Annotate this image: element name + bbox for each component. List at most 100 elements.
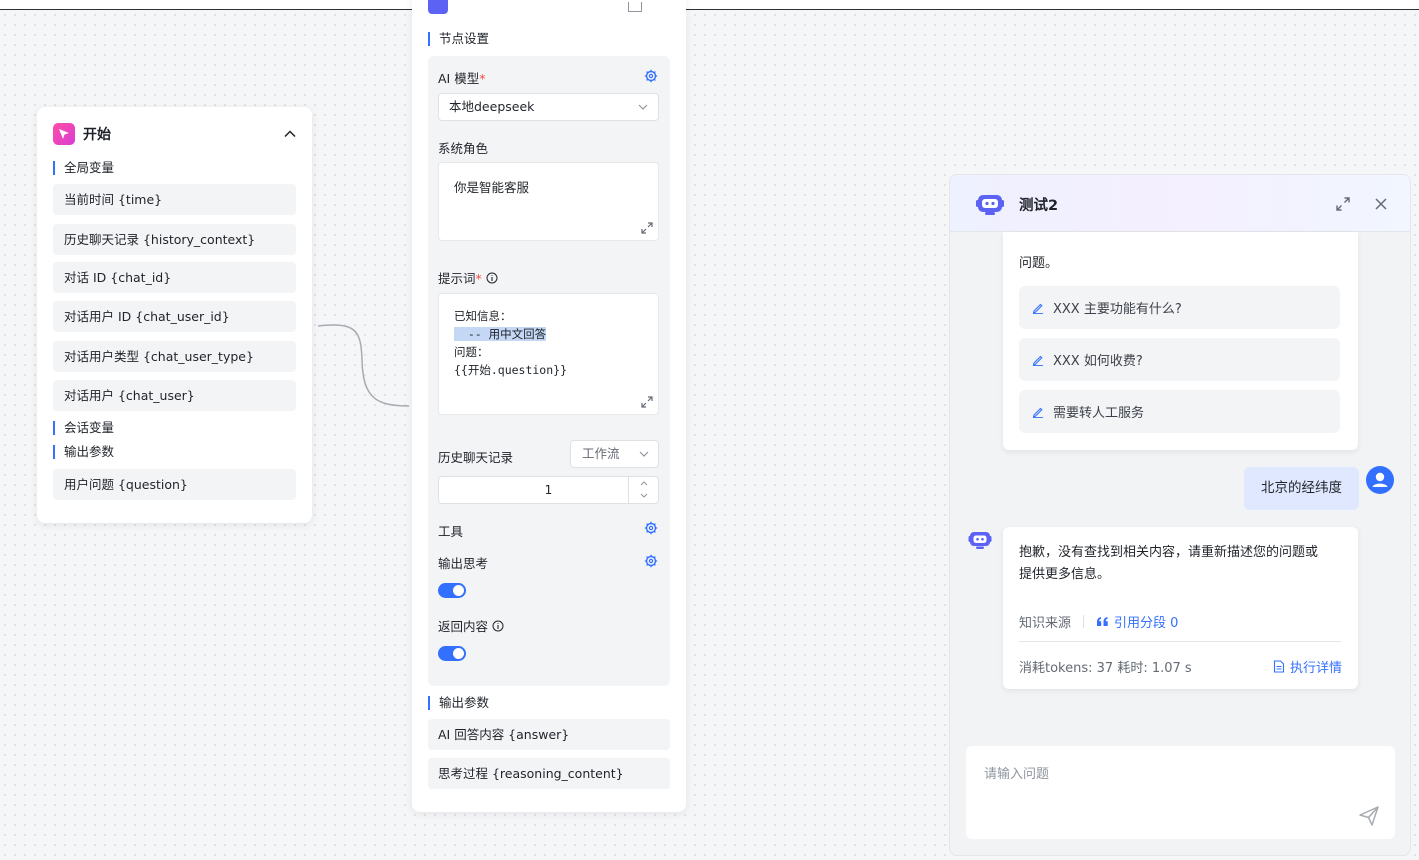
system-role-textarea[interactable]: 你是智能客服 (438, 162, 659, 241)
prompt-textarea[interactable]: 已知信息： -- 用中文回答 问题： {{开始.question}} (438, 293, 659, 415)
chevron-down-icon[interactable] (640, 493, 648, 499)
suggested-question[interactable]: 需要转人工服务 (1019, 390, 1340, 433)
suggested-question-text: XXX 如何收费? (1053, 354, 1143, 369)
model-select-value: 本地deepseek (449, 99, 535, 114)
info-icon[interactable] (492, 620, 504, 632)
prologue-text: 问题。 (1019, 256, 1059, 271)
user-message-bubble: 北京的经纬度 (1244, 467, 1359, 510)
output-param-item: AI 回答内容 {answer} (428, 719, 670, 750)
chat-header: 测试2 (950, 175, 1410, 232)
token-usage-text: 消耗tokens: 37 耗时: 1.07 s (1019, 661, 1192, 676)
ai-node-menu-icon[interactable] (628, 2, 642, 12)
history-select[interactable]: 工作流 (570, 440, 659, 468)
document-icon (1273, 660, 1285, 673)
return-content-toggle[interactable] (438, 646, 466, 661)
suggested-question[interactable]: XXX 如何收费? (1019, 338, 1340, 381)
expand-icon[interactable] (641, 222, 653, 234)
send-icon[interactable] (1358, 805, 1380, 827)
ai-node-icon (428, 0, 448, 14)
info-icon[interactable] (486, 272, 498, 284)
start-node-header: 开始 (53, 123, 298, 145)
history-select-value: 工作流 (582, 446, 620, 461)
chat-title: 测试2 (1019, 198, 1059, 214)
global-var-item: 对话用户 {chat_user} (53, 380, 296, 411)
execution-detail-text: 执行详情 (1289, 661, 1342, 676)
model-select[interactable]: 本地deepseek (438, 93, 659, 121)
output-param-item: 用户问题 {question} (53, 469, 296, 500)
robot-icon (976, 195, 1004, 215)
quote-icon (1097, 617, 1108, 626)
chevron-up-icon[interactable] (282, 126, 298, 142)
model-label: AI 模型* (438, 68, 485, 87)
robot-icon (968, 532, 992, 549)
pen-icon (1032, 303, 1043, 314)
prompt-selected-text: -- 用中文回答 (454, 327, 547, 341)
model-label-text: AI 模型 (438, 71, 480, 86)
start-output-title: 输出参数 (53, 445, 114, 459)
bot-reply-card: 抱歉，没有查找到相关内容，请重新描述您的问题或 提供更多信息。 知识来源 引用分… (1003, 527, 1358, 689)
prompt-line: 问题： (454, 345, 489, 359)
window-top-bar (0, 0, 1419, 10)
start-node[interactable]: 开始 全局变量 当前时间 {time} 历史聊天记录 {history_cont… (37, 107, 312, 523)
global-var-item: 对话用户类型 {chat_user_type} (53, 341, 296, 372)
ai-output-title: 输出参数 (428, 696, 489, 710)
prompt-line: 已知信息： (454, 309, 512, 323)
return-content-label-text: 返回内容 (438, 619, 489, 634)
divider (1083, 615, 1085, 628)
prompt-label: 提示词* (438, 268, 498, 287)
node-settings-title: 节点设置 (428, 32, 489, 46)
prompt-line: {{开始.question}} (454, 363, 568, 377)
tools-label: 工具 (438, 524, 464, 539)
knowledge-source-row: 知识来源 引用分段 0 (1019, 612, 1178, 631)
history-count-value: 1 (544, 483, 553, 497)
gear-icon[interactable] (644, 554, 658, 568)
global-var-item: 历史聊天记录 {history_context} (53, 224, 296, 255)
prompt-line: -- 用中文回答 (454, 325, 643, 343)
execution-detail-link[interactable]: 执行详情 (1273, 657, 1342, 676)
number-stepper[interactable] (628, 477, 658, 503)
expand-icon[interactable] (1335, 196, 1351, 212)
output-param-item: 思考过程 {reasoning_content} (428, 758, 670, 789)
suggested-question-text: 需要转人工服务 (1053, 406, 1145, 421)
user-avatar-icon (1366, 466, 1394, 494)
gear-icon[interactable] (644, 521, 658, 535)
global-var-item: 对话用户 ID {chat_user_id} (53, 301, 296, 332)
global-var-item: 对话 ID {chat_id} (53, 262, 296, 293)
close-icon[interactable] (1373, 196, 1389, 212)
required-mark: * (475, 271, 482, 286)
reasoning-toggle[interactable] (438, 583, 466, 598)
pen-icon (1032, 407, 1043, 418)
session-vars-title: 会话变量 (53, 421, 114, 435)
chevron-down-icon (638, 104, 648, 110)
knowledge-source-label: 知识来源 (1019, 616, 1072, 631)
chat-test-panel: 测试2 问题。 XXX 主要功能有什么? XXX 如何收费? 需要转人工服务 北… (949, 174, 1411, 856)
pen-icon (1032, 355, 1043, 366)
required-mark: * (479, 71, 486, 86)
chat-input-box[interactable]: 请输入问题 (966, 746, 1395, 839)
chevron-up-icon[interactable] (640, 480, 648, 486)
chat-input-placeholder: 请输入问题 (984, 767, 1050, 782)
start-node-title: 开始 (83, 127, 111, 143)
global-vars-title: 全局变量 (53, 161, 114, 175)
history-count-input[interactable]: 1 (438, 476, 659, 504)
reply-divider (1019, 641, 1341, 642)
global-var-item: 当前时间 {time} (53, 184, 296, 215)
expand-icon[interactable] (641, 396, 653, 408)
reasoning-label: 输出思考 (438, 556, 489, 571)
suggested-question-text: XXX 主要功能有什么? (1053, 302, 1182, 317)
chevron-down-icon (639, 451, 649, 457)
system-role-label: 系统角色 (438, 141, 489, 156)
pointer-icon (53, 123, 75, 145)
system-role-value: 你是智能客服 (454, 180, 530, 195)
cite-segments-link[interactable]: 引用分段 0 (1096, 612, 1178, 631)
bot-reply-text: 抱歉，没有查找到相关内容，请重新描述您的问题或 (1019, 545, 1319, 560)
node-config-panel: AI 模型* 本地deepseek 系统角色 你是智能客服 提示词* 已知信息：… (428, 56, 670, 686)
return-content-label: 返回内容 (438, 616, 504, 635)
cite-segments-text: 引用分段 0 (1114, 616, 1179, 631)
ai-chat-node[interactable]: 节点设置 AI 模型* 本地deepseek 系统角色 你是智能客服 提示词* … (412, 0, 686, 812)
bot-prologue-card: 问题。 XXX 主要功能有什么? XXX 如何收费? 需要转人工服务 (1003, 232, 1358, 450)
suggested-question[interactable]: XXX 主要功能有什么? (1019, 286, 1340, 329)
prompt-label-text: 提示词 (438, 271, 476, 286)
history-label: 历史聊天记录 (438, 450, 514, 465)
gear-icon[interactable] (644, 69, 658, 83)
